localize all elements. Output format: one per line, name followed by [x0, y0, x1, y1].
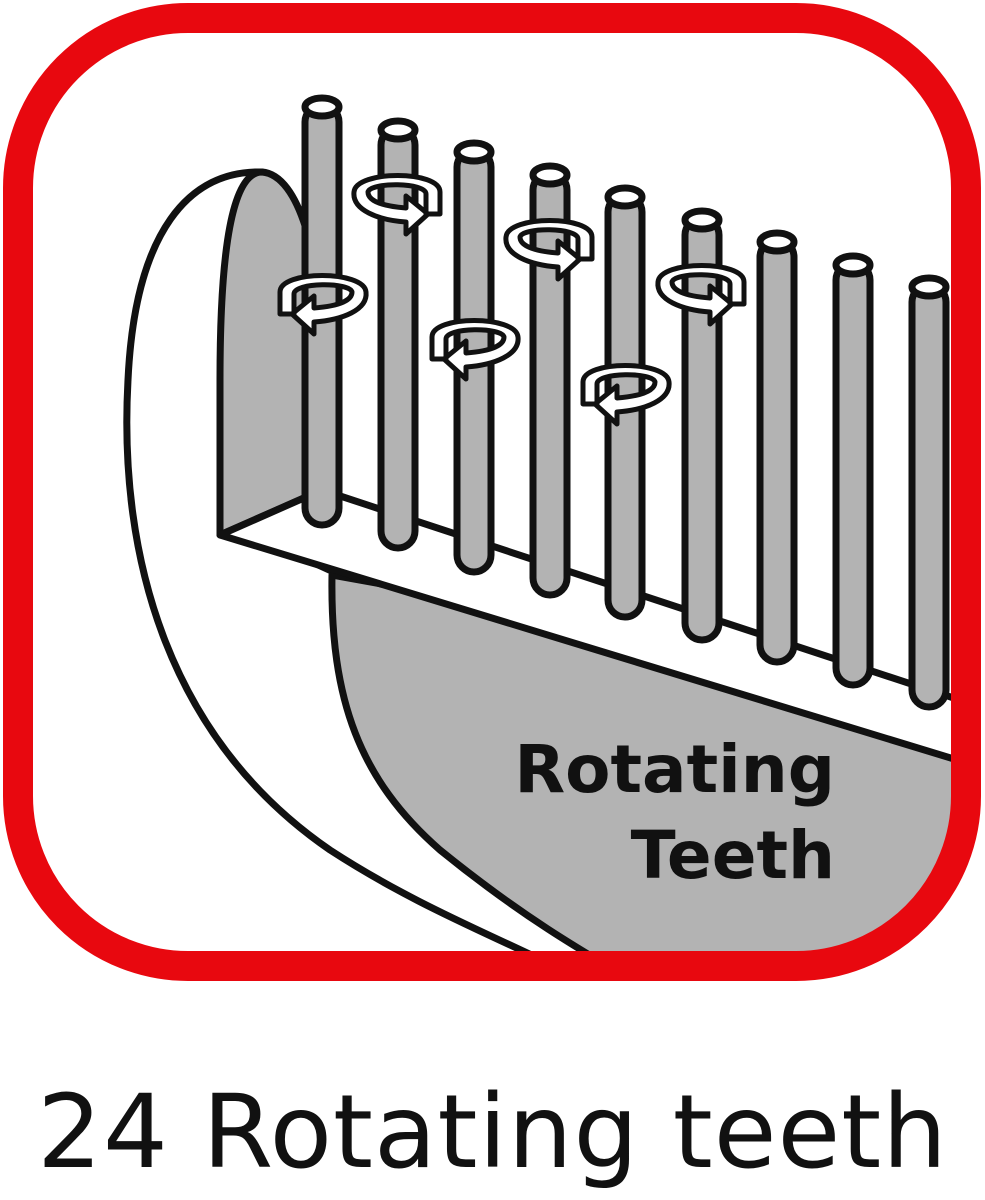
- rotate-arrow-icon: [277, 273, 369, 337]
- rotate-arrow-icon: [503, 218, 595, 282]
- tooth: [908, 274, 950, 711]
- tooth: [756, 229, 798, 666]
- tooth: [832, 252, 874, 689]
- brush-teeth-platform: [216, 486, 966, 774]
- inner-label-line1: Rotating: [514, 731, 835, 808]
- rotating-teeth-illustration: Rotating Teeth: [3, 3, 981, 981]
- rotate-arrow-icon: [351, 173, 443, 237]
- rotation-arrows: [277, 173, 747, 427]
- rotate-arrow-icon: [655, 263, 747, 327]
- rotate-arrow-icon: [580, 363, 672, 427]
- rotate-arrow-icon: [429, 318, 521, 382]
- red-frame: [3, 3, 981, 981]
- caption-text: 24 Rotating teeth: [37, 1073, 948, 1192]
- inner-label-line2: Teeth: [631, 817, 835, 894]
- brush-body-underside: [328, 571, 966, 966]
